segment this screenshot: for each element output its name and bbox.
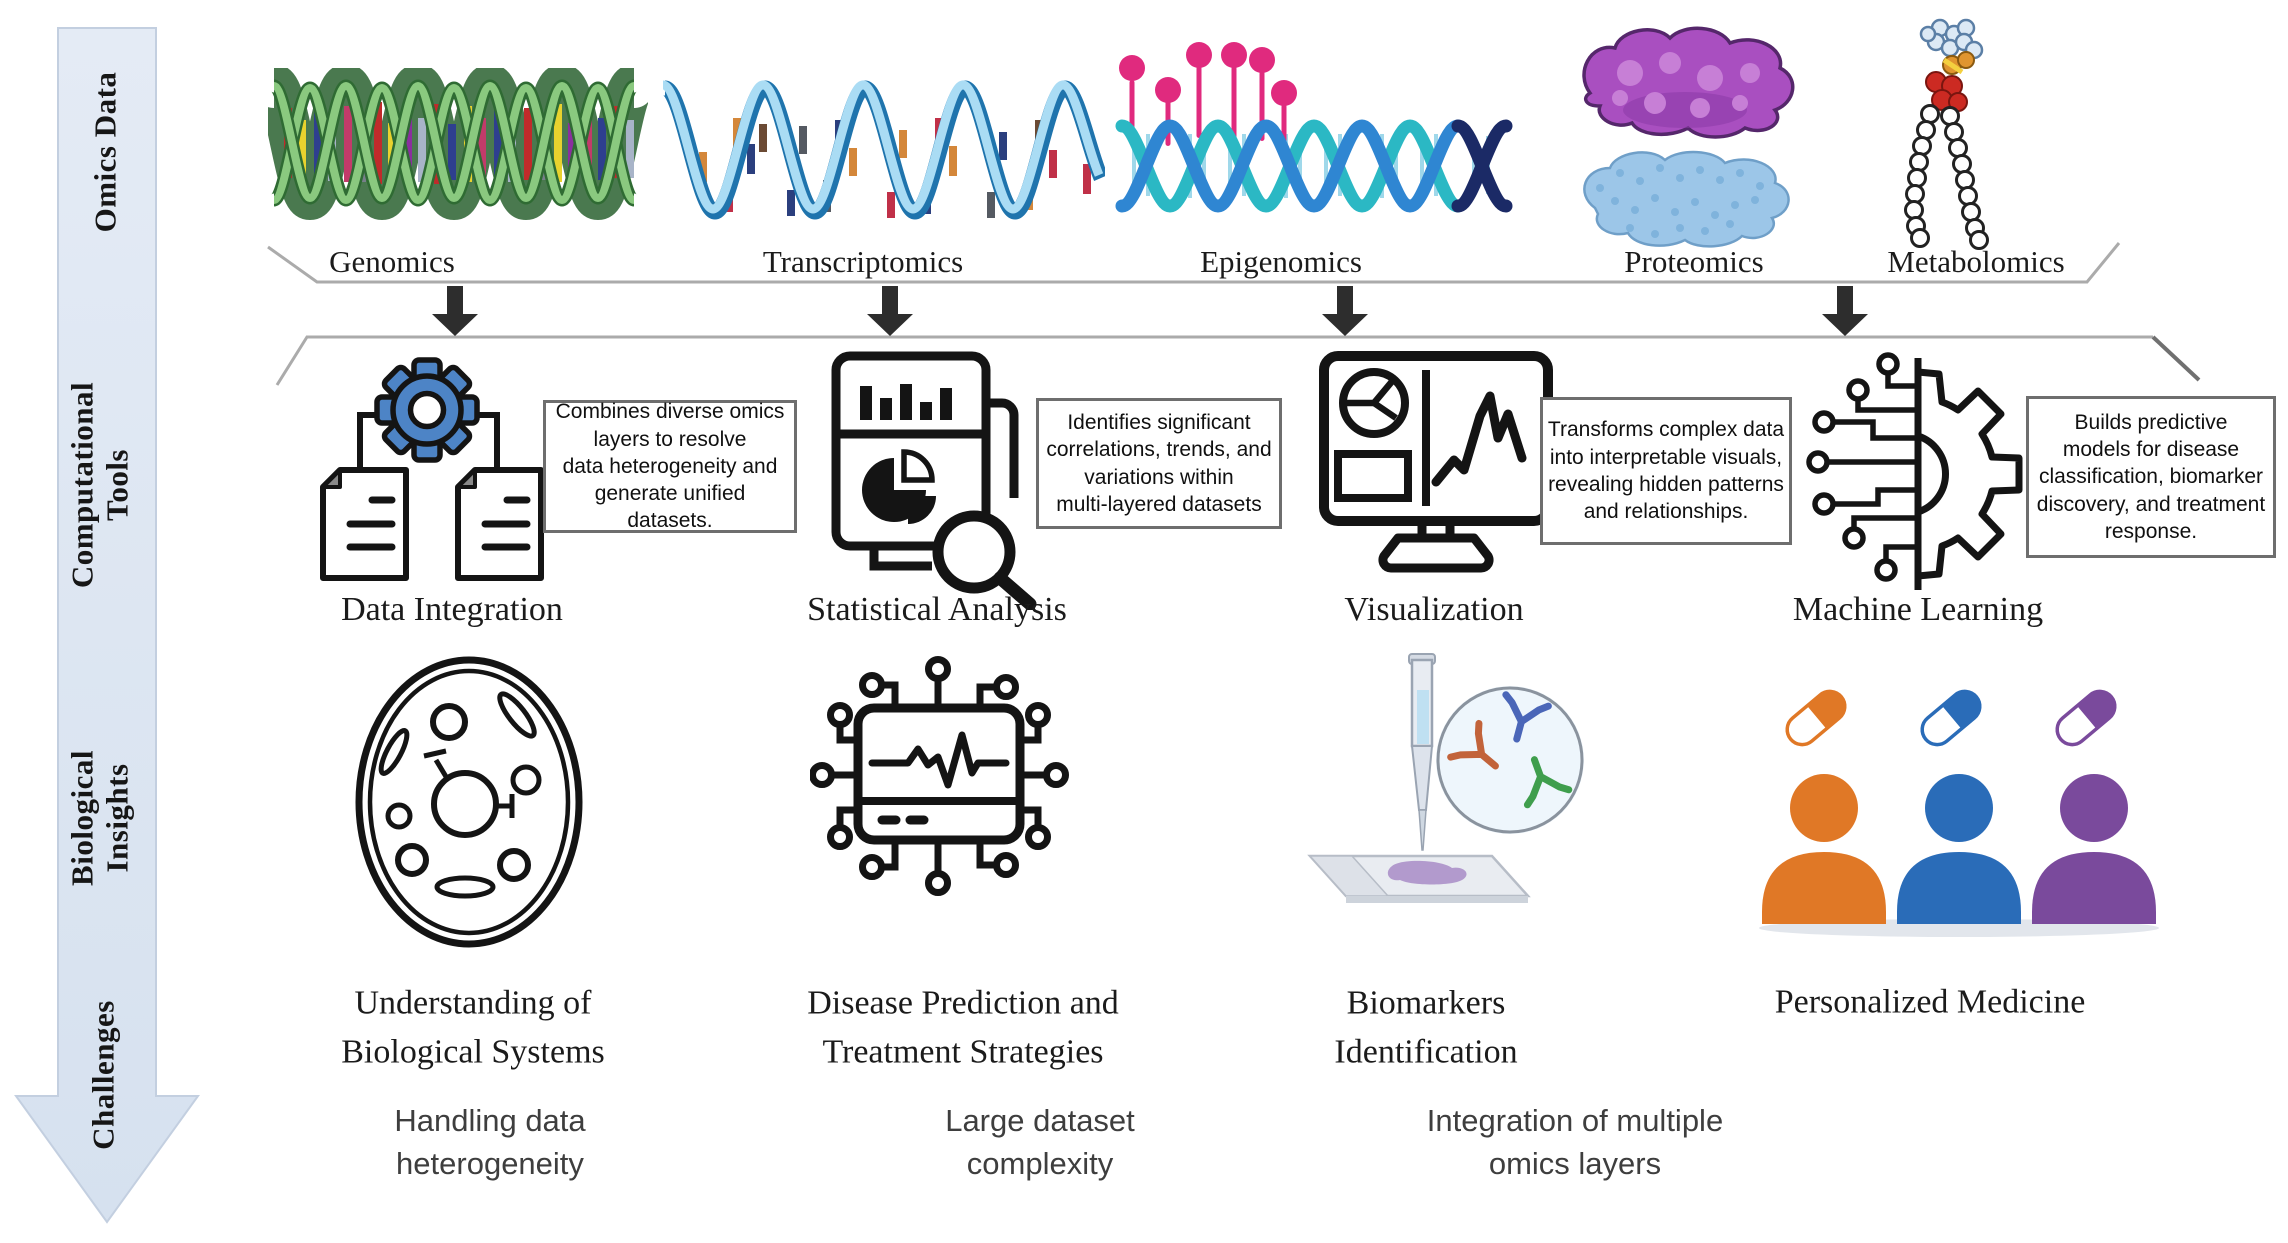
antibody-icon (1502, 691, 1552, 743)
tool-description-box: Combines diverse omics layers to resolve… (543, 400, 797, 533)
person-icon (1925, 774, 1993, 842)
omics-label-proteomics: Proteomics (1624, 244, 1764, 279)
pill-icon (2055, 689, 2117, 747)
tool-description-box: Builds predictive models for disease cla… (2026, 396, 2276, 558)
down-arrow-icon (432, 286, 478, 336)
challenge-label-integration: Integration of multiple omics layers (1426, 1103, 1724, 1181)
flow-arrows (432, 286, 1868, 336)
protein-blobs-icon (1582, 26, 1795, 248)
cell-icon (355, 656, 583, 948)
down-arrow-icon (1822, 286, 1868, 336)
insight-label-disease-prediction: Disease Prediction and Treatment Strateg… (807, 984, 1119, 1071)
insight-label-biological-systems: Understanding of Biological Systems (341, 984, 605, 1071)
tool-label-statistical-analysis: Statistical Analysis (807, 591, 1067, 628)
omics-label-epigenomics: Epigenomics (1200, 244, 1362, 279)
methylated-dna-icon (1115, 42, 1513, 213)
tool-label-visualization: Visualization (1344, 591, 1524, 628)
antibody-icon (1523, 756, 1573, 809)
insight-label-biomarkers: Biomarkers Identification (1334, 984, 1518, 1071)
tool-description-box: Transforms complex data into interpretab… (1540, 397, 1792, 545)
tool-label-data-integration: Data Integration (341, 591, 563, 628)
pill-icon (1920, 689, 1982, 747)
tool-description-box: Identifies significant correlations, tre… (1036, 398, 1282, 529)
challenge-label-heterogeneity: Handling data heterogeneity (394, 1103, 586, 1181)
monitor-charts-icon (1319, 351, 1553, 573)
tools-bracket-line (275, 335, 2153, 386)
omics-bracket-line (267, 242, 2121, 284)
down-arrow-icon (867, 286, 913, 336)
stage-arrow-icon (14, 27, 200, 1224)
person-icon (1790, 774, 1858, 842)
patient-purple (2032, 689, 2156, 924)
omics-label-metabolomics: Metabolomics (1887, 244, 2065, 279)
circuit-gear-icon (1806, 352, 2023, 590)
report-magnifier-icon (831, 351, 1037, 610)
patients-pills-icon (1759, 689, 2159, 937)
challenge-label-complexity: Large dataset complexity (945, 1103, 1135, 1181)
down-arrow-icon (1322, 286, 1368, 336)
insight-label-personalized-medicine: Personalized Medicine (1774, 983, 2086, 1021)
lipid-molecule-icon (1904, 18, 1989, 250)
rna-strand-icon (660, 80, 1105, 220)
patient-orange (1762, 689, 1886, 924)
tools-bracket-line-end (2151, 335, 2201, 382)
gear-documents-icon (320, 357, 544, 581)
chip-pulse-icon (810, 656, 1069, 896)
patient-blue (1897, 689, 2021, 924)
omics-label-transcriptomics: Transcriptomics (762, 244, 964, 279)
omics-label-genomics: Genomics (329, 244, 455, 279)
antibody-icon (1447, 719, 1499, 770)
pill-icon (1785, 689, 1847, 747)
person-icon (2060, 774, 2128, 842)
dna-double-helix-icon (268, 68, 648, 220)
tool-label-machine-learning: Machine Learning (1792, 591, 2044, 628)
pipette-slide-icon (1307, 653, 1584, 903)
